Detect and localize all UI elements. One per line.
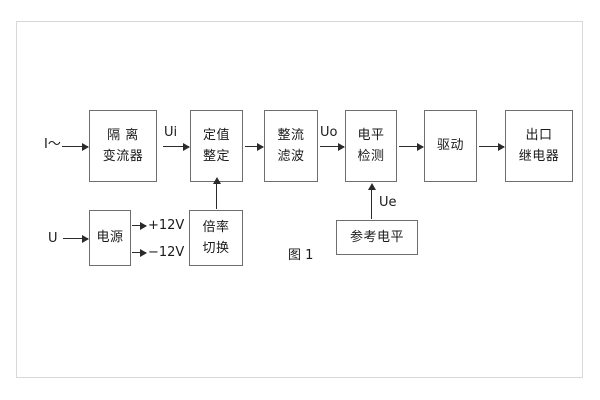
arrow-power-supply-negative-rail: [132, 248, 147, 257]
label-ui: Ui: [164, 125, 178, 140]
block-driver: 驱动: [424, 110, 477, 182]
block-line: 隔 离: [107, 127, 139, 143]
block-line: 倍率: [202, 219, 230, 235]
label-negative-12v-rail: −12V: [148, 245, 185, 260]
diagram-frame: [16, 21, 583, 378]
arrow-setting-to-rectifier: [245, 142, 264, 151]
block-line: 出口: [525, 127, 553, 143]
block-power-supply: 电源: [89, 210, 131, 266]
arrow-current-input-to-isolation: [62, 142, 89, 151]
arrow-voltage-input-to-power-supply: [63, 234, 89, 243]
arrow-isolation-to-setting: [163, 142, 190, 151]
arrow-power-supply-positive-rail: [132, 221, 147, 230]
figure-caption: 图 1: [288, 248, 314, 263]
block-line: 变流器: [102, 149, 144, 164]
block-line: 整流: [277, 127, 305, 143]
block-line: 驱动: [436, 138, 464, 154]
arrow-multiplier-switch-to-setting: [212, 177, 221, 209]
arrow-reference-level-to-level-detection: [367, 183, 376, 219]
block-line: 滤波: [277, 149, 305, 164]
label-uo: Uo: [320, 125, 338, 140]
block-line: 电源: [96, 230, 124, 246]
block-level-detection: 电平 检测: [345, 110, 397, 182]
arrow-level-detection-to-driver: [399, 142, 424, 151]
block-line: 切换: [202, 241, 230, 256]
block-multiplier-switch: 倍率 切换: [189, 210, 243, 266]
block-setting-value-adjust: 定值 整定: [190, 110, 243, 182]
block-line: 电平: [357, 127, 385, 143]
arrow-driver-to-output-relay: [479, 142, 505, 151]
label-current-input: I～: [44, 137, 61, 152]
block-line: 继电器: [518, 149, 560, 164]
arrow-rectifier-to-level-detection: [320, 142, 345, 151]
block-line: 整定: [202, 149, 230, 164]
block-line: 检测: [357, 149, 385, 164]
label-positive-12v-rail: +12V: [148, 218, 185, 233]
block-line: 定值: [202, 127, 230, 143]
block-output-relay: 出口 继电器: [505, 110, 573, 182]
block-reference-level: 参考电平: [336, 220, 418, 255]
label-voltage-input: U: [48, 231, 58, 246]
block-isolation-current-transformer: 隔 离 变流器: [89, 110, 157, 182]
label-ue: Ue: [379, 195, 397, 210]
block-line: 参考电平: [349, 229, 404, 245]
block-rectifier-filter: 整流 滤波: [264, 110, 318, 182]
